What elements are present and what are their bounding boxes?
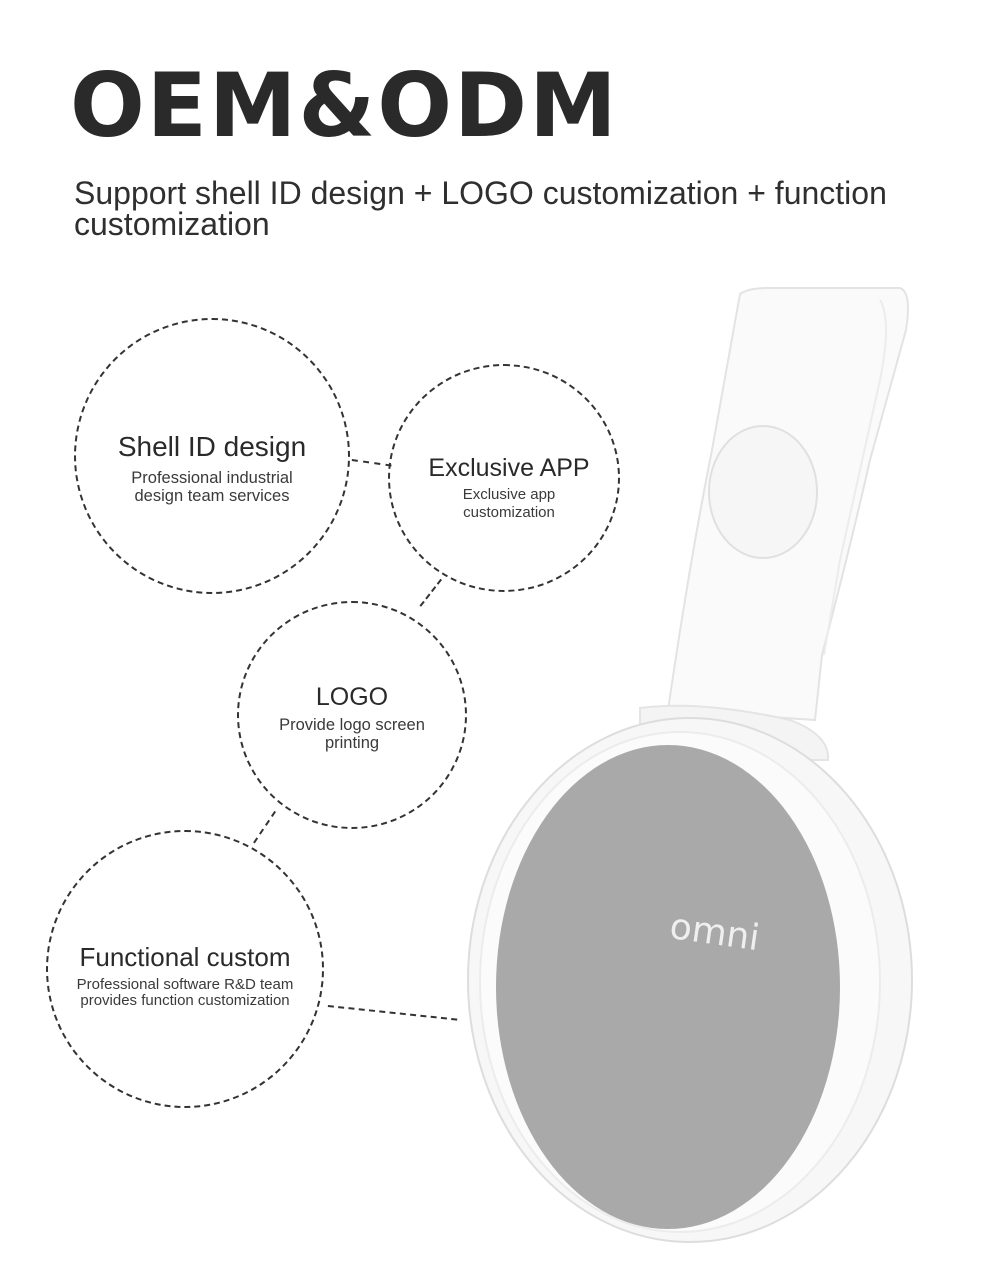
feature-function: Functional custom Professional software …: [40, 943, 330, 1009]
device-strap-edge: [823, 299, 887, 656]
strap-button: [708, 425, 818, 559]
page-title: OEM&ODM: [70, 54, 619, 157]
feature-bubble-app: [388, 364, 620, 592]
feature-app: Exclusive APP Exclusive app customizatio…: [388, 454, 630, 522]
feature-bubble-function: [46, 830, 324, 1108]
feature-description: Professional industrial design team serv…: [131, 468, 293, 505]
page-subtitle: Support shell ID design + LOGO customiza…: [74, 175, 887, 242]
feature-bubble-logo: [237, 601, 467, 829]
feature-title: LOGO: [315, 683, 389, 711]
feature-title: Functional custom: [79, 942, 291, 972]
feature-description: Provide logo screen printing: [279, 715, 425, 752]
device-face: [496, 745, 840, 1229]
feature-shell-id: Shell ID design Professional industrial …: [74, 431, 350, 505]
feature-logo: LOGO Provide logo screen printing: [237, 683, 467, 752]
feature-title: Exclusive APP: [428, 454, 590, 482]
feature-description: Exclusive app customization: [462, 485, 556, 521]
feature-description: Professional software R&D team provides …: [76, 975, 294, 1009]
feature-title: Shell ID design: [117, 431, 307, 462]
feature-bubble-shell-id: [74, 318, 350, 594]
